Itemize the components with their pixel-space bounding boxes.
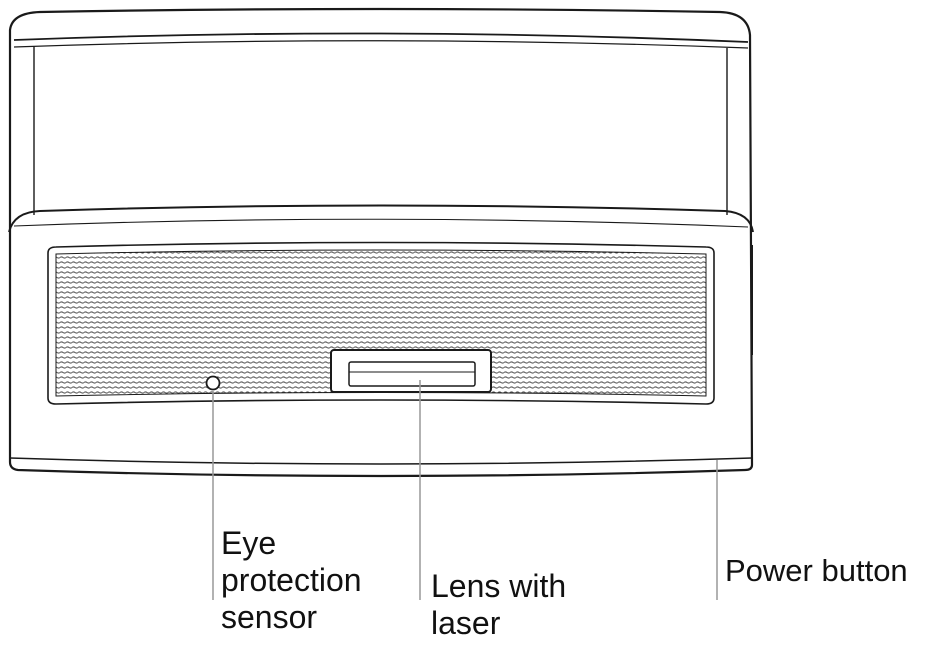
callout-power-line-1: Power button <box>725 553 908 588</box>
callout-eye-sensor: Eye protection sensor <box>221 525 362 636</box>
front-panel-inner-line <box>13 218 749 228</box>
base-line <box>9 457 753 465</box>
lens-window <box>348 361 476 387</box>
callout-eye-sensor-line-1: Eye <box>221 525 277 561</box>
callout-lens-line-2: laser <box>431 605 501 641</box>
callout-power-button: Power button <box>725 552 908 589</box>
callout-lens: Lens with laser <box>431 568 566 642</box>
front-panel-outline <box>8 204 754 233</box>
speaker-grille <box>55 249 707 397</box>
callout-lens-line-1: Lens with <box>431 568 567 604</box>
eye-protection-sensor-icon <box>205 375 221 391</box>
callout-eye-sensor-line-2: protection <box>221 562 362 598</box>
top-bezel-line <box>13 32 749 43</box>
top-bezel-line-inner <box>13 40 749 49</box>
callout-eye-sensor-line-3: sensor <box>221 599 318 635</box>
